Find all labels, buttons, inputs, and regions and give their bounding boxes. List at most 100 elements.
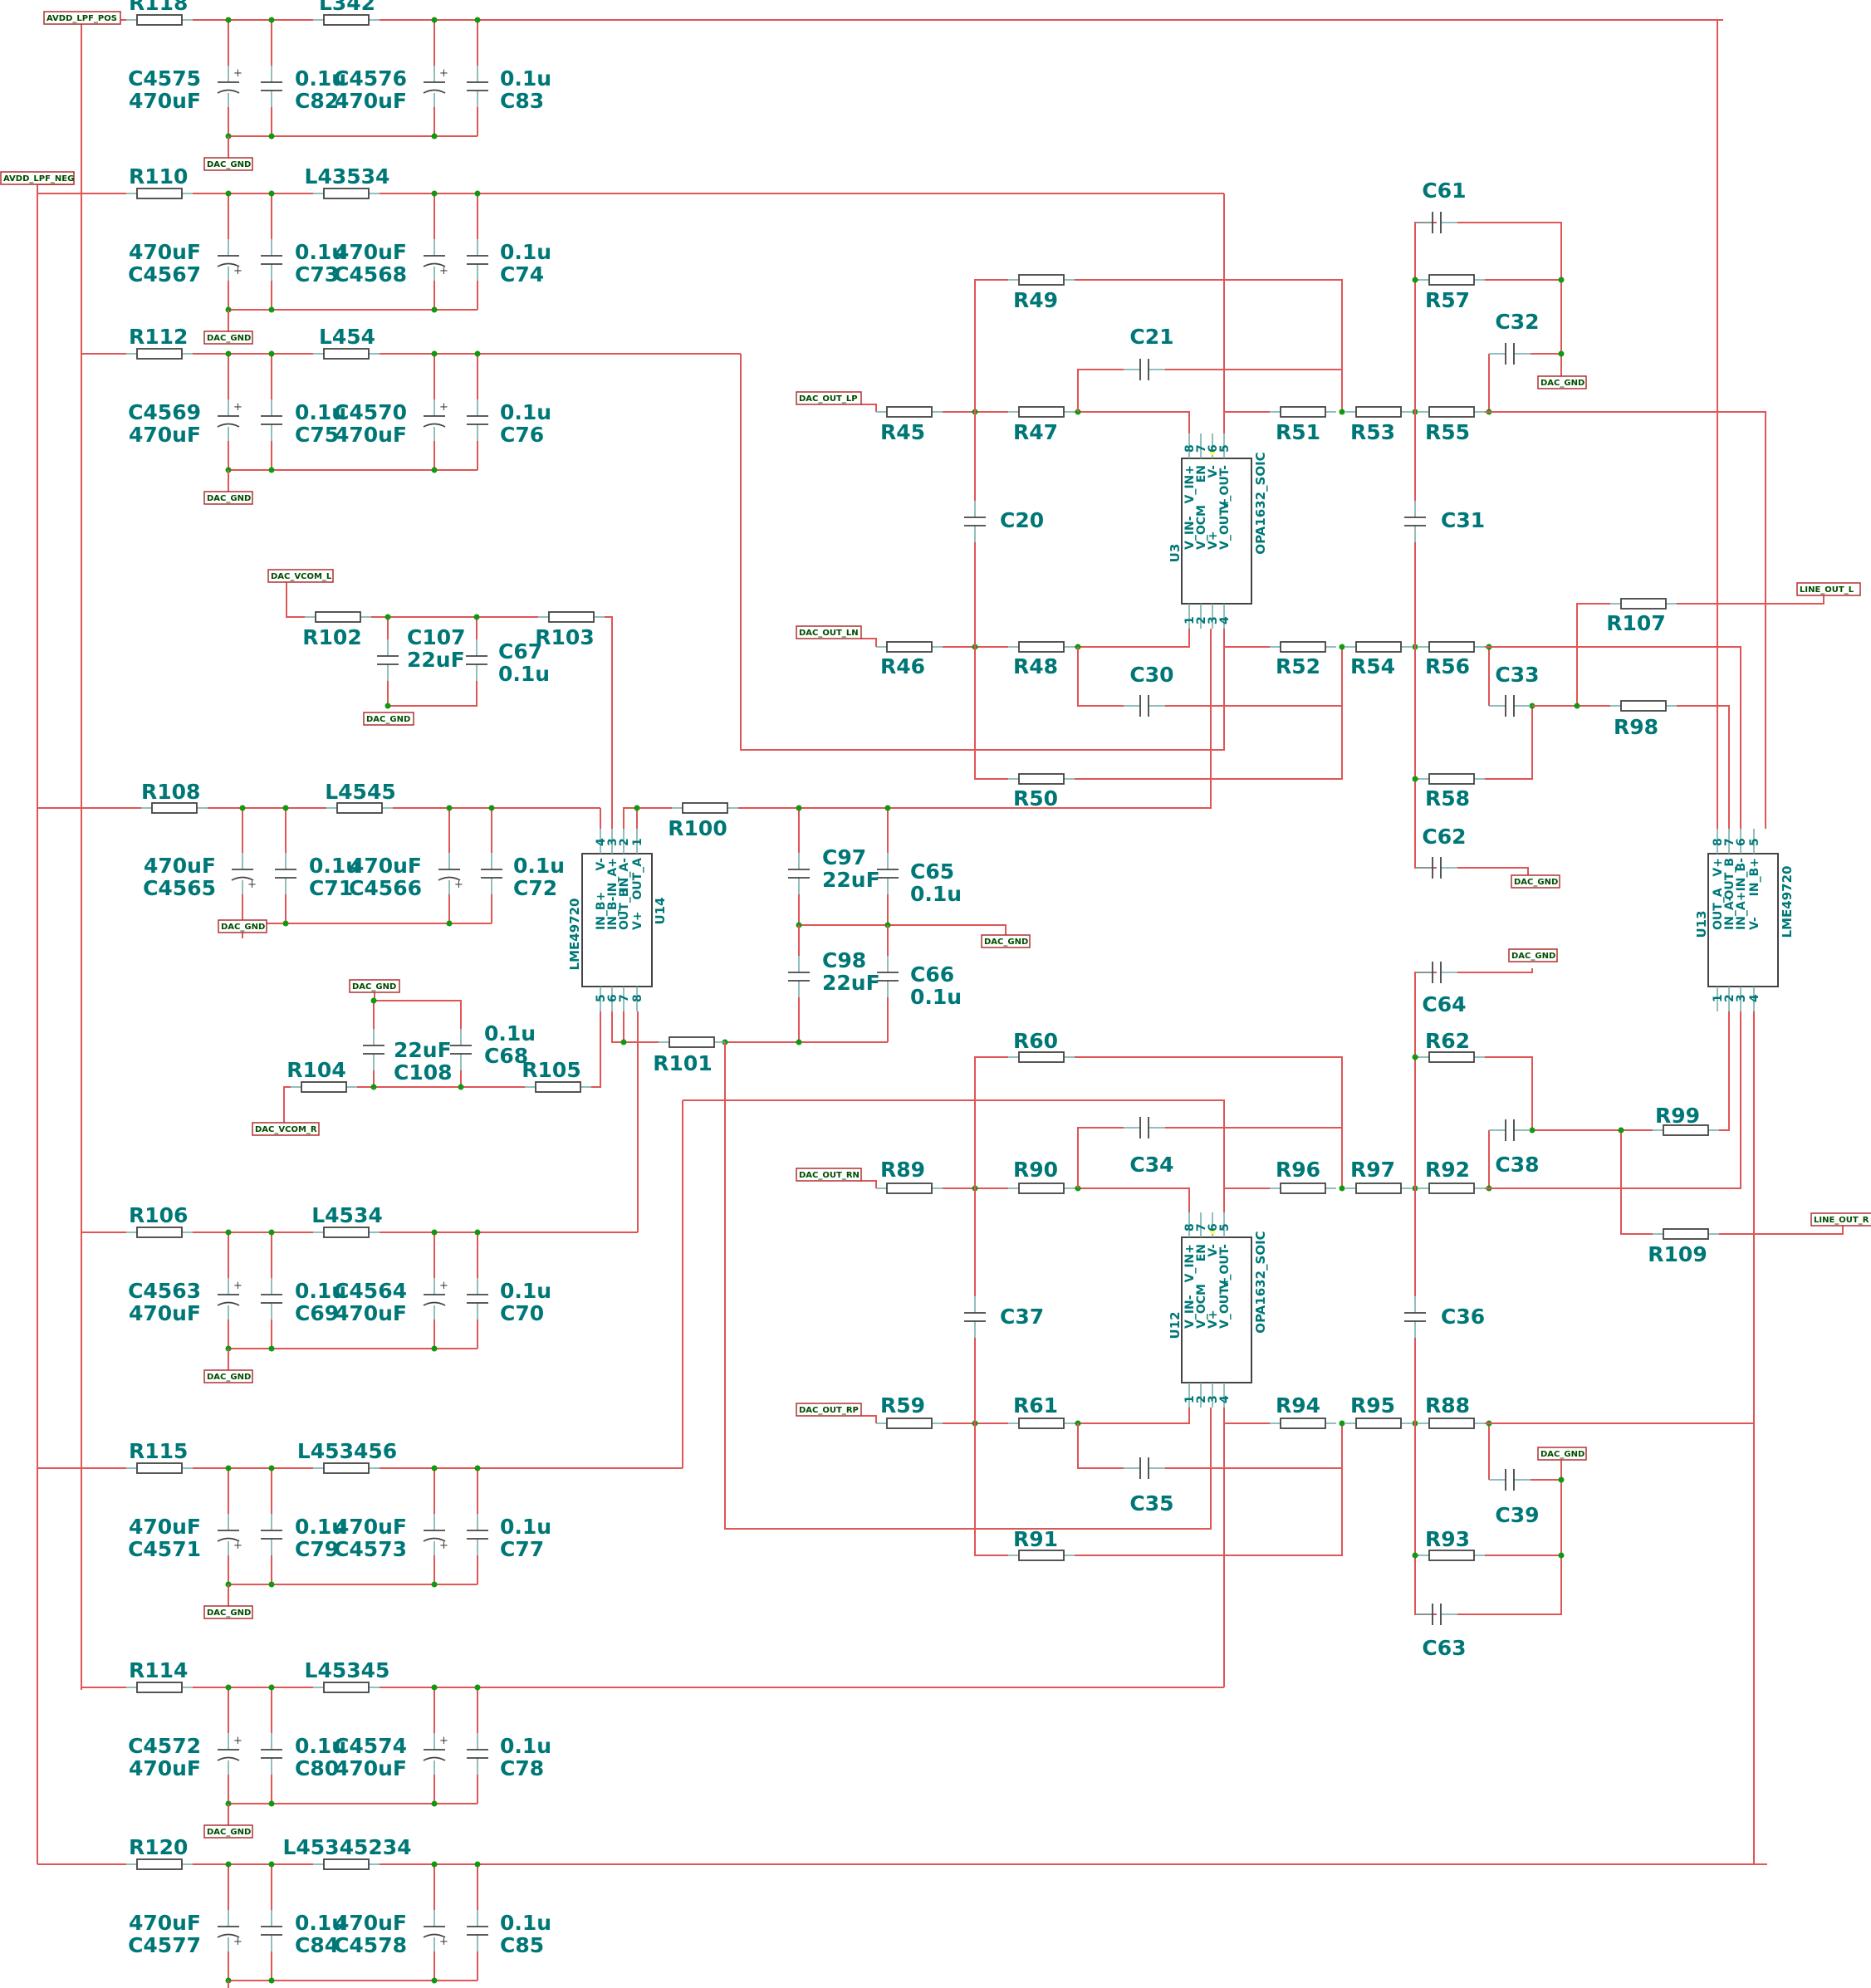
wire (1457, 222, 1562, 382)
u3-gnd-top-label-frame (1537, 375, 1587, 389)
wire (861, 638, 877, 647)
wire (1485, 1011, 1755, 1424)
junction-dot (474, 17, 481, 23)
junction-dot (431, 350, 438, 357)
junction-dot (431, 467, 438, 473)
capacitor-plate (217, 89, 240, 94)
wire (1719, 1226, 1844, 1235)
u14-gnd-label: DAC_GND (984, 938, 1028, 947)
supply6-cd-value: 0.1u (500, 1515, 551, 1539)
resistor-symbol (548, 611, 595, 623)
u13-pin-number: 2 (1723, 994, 1736, 1002)
capacitor-plate (423, 1301, 446, 1306)
wire (1223, 1187, 1270, 1212)
junction-dot (225, 1684, 232, 1691)
c98-value: 22uF (822, 971, 880, 995)
resistor-symbol (1018, 1183, 1065, 1194)
wire (1485, 411, 1766, 829)
supply5-inductor-label: L4534 (311, 1203, 383, 1227)
c64-label: C64 (1422, 992, 1466, 1016)
junction-dot (488, 805, 495, 811)
wire (683, 1099, 1225, 1212)
junction-dot (446, 805, 453, 811)
junction-dot (431, 1345, 438, 1352)
resistor-symbol (1428, 1183, 1475, 1194)
supply2-cb-value: 0.1u (295, 240, 346, 264)
junction-dot (1412, 1552, 1418, 1559)
u13-pin-name: V+ (1712, 858, 1725, 877)
supply6-cc-value: 470uF (335, 1515, 407, 1539)
components: ++++++++++++++++ (126, 14, 1779, 1951)
supply2-cc-ref: C4568 (334, 262, 407, 286)
c37-label: C37 (1000, 1305, 1044, 1329)
c32-label: C32 (1495, 310, 1539, 334)
supply6-gnd-label-frame (203, 1605, 253, 1619)
junction-dot (268, 133, 275, 140)
supply6-inductor-label: L453456 (297, 1439, 397, 1463)
wire (724, 1042, 1212, 1530)
u12-pin-number: 4 (1218, 1395, 1232, 1403)
u12-part-label: OPA1632_SOIC (1253, 1231, 1268, 1333)
junction-dot (431, 17, 438, 23)
junction-dot (474, 1465, 481, 1471)
supply8-resistor-label: R120 (129, 1835, 188, 1859)
u13-pin-name: OUT_A (1712, 888, 1725, 930)
vcm-gnd-label: DAC_GND (366, 715, 410, 724)
resistor-symbol (336, 802, 383, 814)
vcom-r-label: DAC_VCOM_R (255, 1125, 317, 1134)
out-lp-label-frame (796, 391, 862, 405)
resistor-symbol (323, 1227, 370, 1238)
supply8-cd-value: 0.1u (500, 1911, 551, 1935)
resistor-symbol (323, 1682, 370, 1693)
r92-label: R92 (1425, 1158, 1470, 1182)
supply4-cd-ref: C72 (513, 876, 557, 900)
resistor-symbol (1428, 773, 1475, 785)
supply1-cb-ref: C82 (295, 89, 339, 113)
junction-dot (634, 805, 640, 811)
supply8-cd-ref: C85 (500, 1933, 544, 1957)
u3-chip-body (1181, 458, 1252, 605)
resistor-symbol (315, 611, 361, 623)
capacitor-plate (231, 876, 254, 881)
wire (974, 1056, 1008, 1188)
polarity-mark: + (233, 1280, 242, 1292)
vcm-r-gnd-label: DAC_GND (352, 982, 396, 992)
c63-label: C63 (1422, 1636, 1466, 1660)
u12-gnd-bottom-label: DAC_GND (1540, 1450, 1584, 1459)
polarity-mark: + (233, 265, 242, 277)
polarity-mark: + (439, 67, 448, 80)
r105-label: R105 (522, 1058, 580, 1082)
resistor-symbol (669, 1036, 715, 1048)
wire (861, 404, 877, 412)
u12-chip-body (1181, 1236, 1252, 1383)
wire (1075, 279, 1343, 412)
junction-dot (1339, 409, 1345, 415)
resistor-symbol (1280, 1183, 1326, 1194)
wire (1075, 647, 1343, 780)
r57-label: R57 (1425, 288, 1470, 312)
u12-gnd-bottom-label-frame (1537, 1447, 1587, 1461)
supply3-gnd-label: DAC_GND (207, 494, 251, 503)
supply1-gnd-label-frame (203, 157, 253, 171)
c65-value: 0.1u (910, 882, 962, 906)
supply1-cd-value: 0.1u (500, 66, 551, 91)
r93-label: R93 (1425, 1527, 1470, 1551)
u13-pin-number: 8 (1712, 838, 1725, 846)
resistor-symbol (1428, 406, 1475, 418)
junction-dot (431, 1684, 438, 1691)
wire (1485, 1056, 1533, 1130)
r49-label: R49 (1013, 288, 1058, 312)
u14-pin-number: 1 (631, 838, 644, 846)
u3-pin-number: 2 (1195, 616, 1208, 624)
u14-part-label: LME49720 (567, 899, 582, 971)
junction-dot (1574, 703, 1580, 709)
wire (1414, 1423, 1437, 1615)
supply3-cb-ref: C75 (295, 423, 339, 447)
supply2-cd-value: 0.1u (500, 240, 551, 264)
junction-dot (431, 133, 438, 140)
junction-dot (225, 190, 232, 197)
r61-label: R61 (1013, 1393, 1058, 1418)
supply7-ca-value: 470uF (129, 1756, 201, 1780)
supply3-inductor-label: L454 (319, 325, 375, 349)
supply5-ca-value: 470uF (129, 1301, 201, 1325)
